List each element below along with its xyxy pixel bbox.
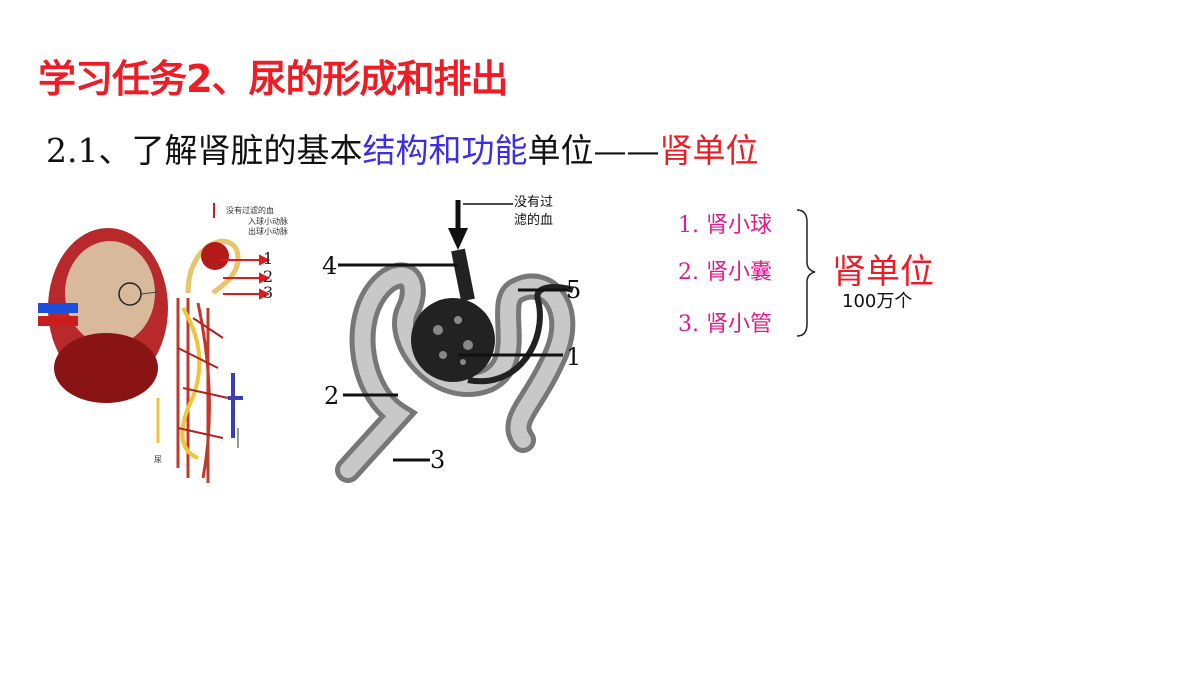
part-item-2: 2. 肾小囊 <box>678 260 772 285</box>
top-label-line2: 滤的血 <box>514 212 553 228</box>
afferent-vessel <box>451 248 475 302</box>
subtitle-prefix: 2.1、了解肾脏的基本 <box>46 131 363 170</box>
pointer-lines <box>338 263 568 462</box>
slide-subtitle: 2.1、了解肾脏的基本结构和功能单位——肾单位 <box>46 124 758 172</box>
label-4: 4 <box>322 252 337 280</box>
efferent-vessel <box>467 284 574 385</box>
zoom-line <box>140 291 159 295</box>
glomerulus-spots <box>433 316 473 365</box>
kidney-lower <box>54 333 158 403</box>
label-2: 2 <box>324 382 339 410</box>
subtitle-highlight-red: 肾单位 <box>659 131 759 170</box>
kidney-cortex <box>65 241 155 345</box>
arrow-label-3: 3 <box>263 283 273 302</box>
label-1: 1 <box>566 343 581 371</box>
red-arrows <box>220 254 271 300</box>
part-item-3: 3. 肾小管 <box>678 312 772 337</box>
arrow-label-1: 1 <box>263 249 273 268</box>
renal-vein <box>38 303 78 313</box>
urine-label: 尿 <box>154 455 162 464</box>
subtitle-middle: 单位—— <box>527 131 660 170</box>
slide-title: 学习任务2、尿的形成和排出 <box>38 57 508 101</box>
nephron-structure-diagram: 没有过 滤的血 4 5 1 2 3 <box>322 195 581 483</box>
part-item-1: 1. 肾小球 <box>678 213 772 238</box>
incoming-blood-arrow-head <box>448 228 468 250</box>
top-label-line1: 没有过 <box>514 195 553 210</box>
annotation-unfiltered-blood: 没有过滤的血 <box>226 205 274 215</box>
renal-artery <box>38 316 78 326</box>
arrow-label-2: 2 <box>263 267 273 286</box>
nephron-group-label: 肾单位 <box>832 252 934 292</box>
annotation-afferent: 入球小动脉 <box>248 216 288 226</box>
nephron-drawing <box>156 239 243 483</box>
subtitle-highlight-blue: 结构和功能 <box>362 131 528 170</box>
label-3: 3 <box>430 446 445 474</box>
glomerulus <box>411 298 495 382</box>
annotation-efferent: 出球小动脉 <box>248 226 288 236</box>
brace-icon <box>796 209 816 337</box>
kidney-nephron-illustration: 没有过滤的血 入球小动脉 出球小动脉 1 2 3 尿 <box>38 203 288 483</box>
nephron-count: 100万个 <box>842 291 913 312</box>
label-5: 5 <box>566 276 581 304</box>
